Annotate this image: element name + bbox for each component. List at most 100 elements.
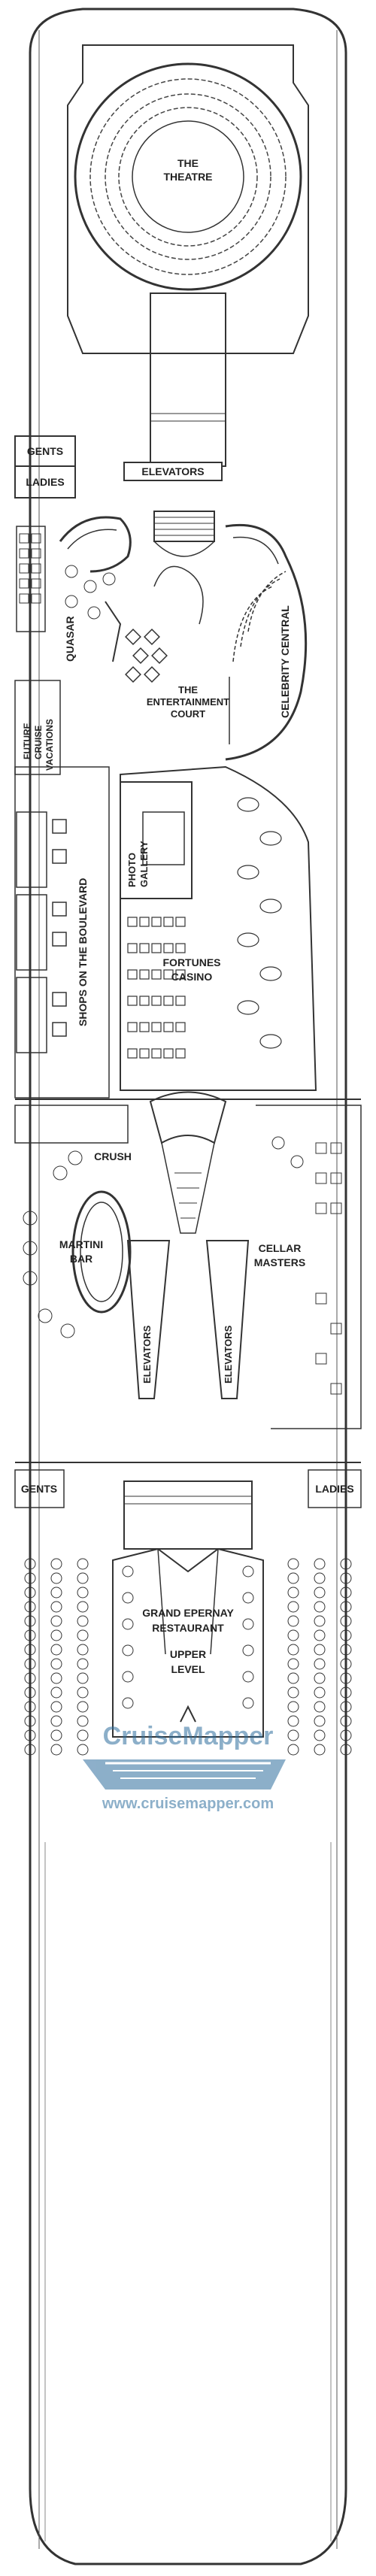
table bbox=[287, 1744, 299, 1756]
table bbox=[287, 1687, 299, 1699]
cellar-masters-label-1: CELLAR bbox=[259, 1242, 302, 1254]
watermark-logo-text: CruiseMapper bbox=[103, 1722, 274, 1750]
restaurant-area bbox=[24, 1480, 352, 1756]
table bbox=[242, 1644, 254, 1656]
slot-machine bbox=[127, 917, 138, 927]
table bbox=[340, 1558, 352, 1570]
table bbox=[314, 1644, 326, 1656]
table bbox=[24, 1558, 36, 1570]
table bbox=[340, 1601, 352, 1613]
table bbox=[287, 1715, 299, 1727]
table bbox=[77, 1729, 89, 1741]
celebrity-central-label: CELEBRITY CENTRAL bbox=[279, 605, 291, 718]
table bbox=[340, 1629, 352, 1641]
table bbox=[24, 1672, 36, 1684]
table bbox=[242, 1565, 254, 1577]
slot-machine bbox=[175, 969, 186, 980]
entertainment-court-label-1: THE bbox=[178, 684, 198, 696]
table bbox=[50, 1644, 62, 1656]
slot-machine bbox=[139, 917, 150, 927]
table bbox=[340, 1615, 352, 1627]
cellar-masters-area bbox=[256, 1105, 362, 1429]
martini-bar-area bbox=[14, 1105, 132, 1338]
table bbox=[287, 1701, 299, 1713]
upper-level-label-2: LEVEL bbox=[171, 1663, 205, 1675]
table bbox=[287, 1615, 299, 1627]
entertainment-court-label-2: ENTERTAINMENT bbox=[147, 696, 229, 708]
table bbox=[287, 1601, 299, 1613]
table bbox=[287, 1729, 299, 1741]
hull-outline bbox=[29, 8, 347, 2565]
martini-bar-label-2: BAR bbox=[70, 1253, 92, 1265]
theatre-label-line2: THEATRE bbox=[163, 171, 212, 183]
table bbox=[340, 1672, 352, 1684]
table bbox=[24, 1701, 36, 1713]
table bbox=[24, 1658, 36, 1670]
elevators-left-label: ELEVATORS bbox=[141, 1325, 153, 1383]
slot-machine bbox=[127, 943, 138, 953]
table bbox=[24, 1744, 36, 1756]
slot-machine bbox=[139, 996, 150, 1006]
entertainment-court-label-3: COURT bbox=[171, 708, 205, 720]
ladies-mid-label: LADIES bbox=[315, 1483, 353, 1495]
table bbox=[314, 1687, 326, 1699]
table bbox=[77, 1629, 89, 1641]
table bbox=[314, 1558, 326, 1570]
table bbox=[287, 1558, 299, 1570]
photo-gallery-label-1: PHOTO bbox=[126, 853, 138, 887]
table bbox=[340, 1701, 352, 1713]
slot-machine bbox=[163, 943, 174, 953]
table bbox=[122, 1644, 134, 1656]
quasar-label: QUASAR bbox=[64, 616, 76, 662]
table bbox=[50, 1658, 62, 1670]
slot-machine bbox=[127, 969, 138, 980]
table bbox=[340, 1729, 352, 1741]
slot-machine bbox=[175, 996, 186, 1006]
central-stair bbox=[153, 511, 215, 625]
table bbox=[122, 1592, 134, 1604]
slot-machine bbox=[151, 1048, 162, 1059]
gaming-table bbox=[237, 932, 259, 947]
table bbox=[340, 1572, 352, 1584]
table bbox=[287, 1672, 299, 1684]
restaurant-label-2: RESTAURANT bbox=[152, 1622, 224, 1634]
slot-machine bbox=[163, 917, 174, 927]
table bbox=[50, 1729, 62, 1741]
slot-machine bbox=[139, 1022, 150, 1032]
slot-machine bbox=[175, 1022, 186, 1032]
table bbox=[77, 1558, 89, 1570]
table bbox=[24, 1687, 36, 1699]
cellar-masters-label-2: MASTERS bbox=[254, 1256, 305, 1268]
table bbox=[314, 1615, 326, 1627]
upper-level-label-1: UPPER bbox=[170, 1648, 206, 1660]
table bbox=[77, 1601, 89, 1613]
table bbox=[314, 1729, 326, 1741]
table bbox=[24, 1715, 36, 1727]
table bbox=[77, 1587, 89, 1599]
table bbox=[50, 1672, 62, 1684]
table bbox=[314, 1658, 326, 1670]
crush-label: CRUSH bbox=[94, 1150, 132, 1162]
table bbox=[340, 1658, 352, 1670]
table bbox=[50, 1629, 62, 1641]
quasar-area bbox=[16, 516, 132, 662]
future-cruise-label-1: FUTURE bbox=[22, 723, 32, 759]
table bbox=[287, 1629, 299, 1641]
table bbox=[24, 1572, 36, 1584]
table bbox=[340, 1644, 352, 1656]
table bbox=[50, 1744, 62, 1756]
elevators-top-label: ELEVATORS bbox=[141, 465, 204, 477]
table bbox=[122, 1697, 134, 1709]
slot-machine bbox=[127, 1022, 138, 1032]
slot-machine bbox=[163, 1048, 174, 1059]
gents-mid-label: GENTS bbox=[21, 1483, 57, 1495]
cruisemapper-watermark: CruiseMapper www.cruisemapper.com bbox=[83, 1722, 286, 1812]
table bbox=[242, 1697, 254, 1709]
ship-icon bbox=[83, 1759, 286, 1790]
table bbox=[77, 1672, 89, 1684]
slot-machine bbox=[163, 1022, 174, 1032]
table bbox=[77, 1644, 89, 1656]
casino-area bbox=[120, 765, 317, 1091]
slot-machine bbox=[175, 1048, 186, 1059]
